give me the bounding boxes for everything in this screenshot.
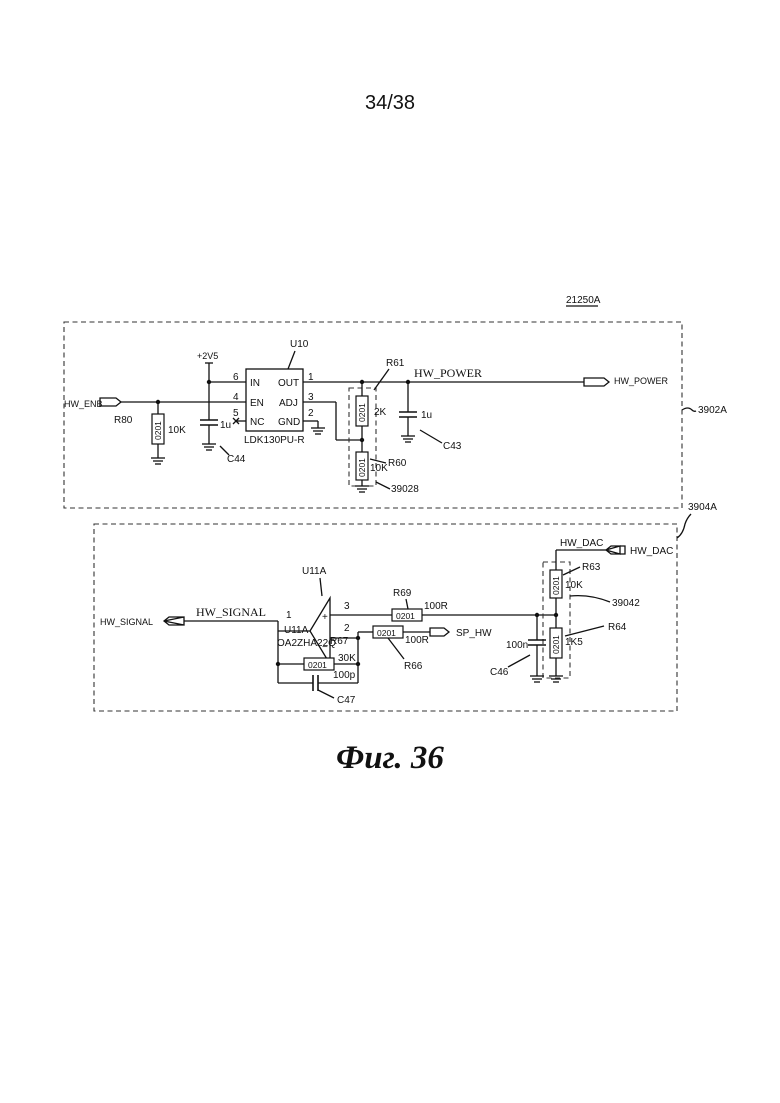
svg-text:0201: 0201 [153, 421, 163, 440]
capacitor-c43 [399, 412, 417, 417]
value-c47: 100p [333, 670, 356, 681]
svg-text:6: 6 [233, 372, 239, 383]
hw-signal-port-label: HW_SIGNAL [100, 617, 153, 627]
ref-r61: R61 [386, 358, 405, 369]
svg-text:5: 5 [233, 408, 239, 419]
ref-u10: U10 [290, 339, 309, 350]
value-c43: 1u [421, 410, 432, 421]
ref-r69: R69 [393, 588, 412, 599]
hw-enb-port [100, 398, 121, 406]
svg-text:0201: 0201 [551, 635, 561, 654]
value-r61: 2K [374, 407, 387, 418]
svg-text:2: 2 [308, 408, 314, 419]
figure-caption: Фиг. 36 [0, 740, 780, 777]
value-r60: 10K [370, 463, 388, 474]
signal-block-leader [677, 514, 691, 538]
block-label-21250a: 21250A [566, 295, 601, 306]
ref-r63: R63 [582, 562, 601, 573]
value-r67: 30K [338, 653, 356, 664]
ref-r80: R80 [114, 415, 133, 426]
ref-u11a-inner: U11A [284, 625, 309, 636]
sp-hw-port [430, 628, 449, 636]
ref-c46: C46 [490, 667, 509, 678]
hw-signal-port [164, 617, 184, 625]
svg-text:+: + [322, 612, 328, 623]
value-r80: 10K [168, 425, 186, 436]
net-label-hw-power: HW_POWER [414, 366, 482, 380]
svg-text:IN: IN [250, 378, 260, 389]
ref-r60: R60 [388, 458, 407, 469]
ref-r66: R66 [404, 661, 423, 672]
ground-symbol-c43 [401, 436, 415, 442]
svg-text:4: 4 [233, 392, 239, 403]
svg-text:NC: NC [250, 417, 264, 428]
svg-text:0201: 0201 [377, 628, 396, 638]
ref-r67: R67 [330, 636, 349, 647]
svg-text:GND: GND [278, 417, 300, 428]
capacitor-c47 [313, 675, 318, 691]
value-r69: 100R [424, 601, 448, 612]
hw-dac-port [606, 546, 625, 554]
ground-symbol-r64 [549, 676, 563, 682]
svg-text:3: 3 [344, 601, 350, 612]
value-r63: 10K [565, 580, 583, 591]
svg-text:OUT: OUT [278, 378, 299, 389]
net-label-hw-dac: HW_DAC [560, 538, 603, 549]
ref-c44: C44 [227, 454, 246, 465]
signal-block-label: 3904A [688, 502, 717, 513]
net-label-hw-signal: HW_SIGNAL [196, 605, 266, 619]
ground-symbol-u10 [311, 428, 325, 434]
net-label-hw-enb: HW_ENB [64, 399, 103, 409]
svg-text:0201: 0201 [396, 611, 415, 621]
svg-text:ADJ: ADJ [279, 398, 298, 409]
ref-r64: R64 [608, 622, 627, 633]
ground-symbol-r60 [355, 486, 369, 492]
svg-text:0201: 0201 [357, 458, 367, 477]
value-c46: 100n [506, 640, 528, 651]
ground-symbol-c46 [530, 676, 544, 682]
svg-text:0201: 0201 [551, 576, 561, 595]
ref-c47: C47 [337, 695, 356, 706]
svg-text:2: 2 [344, 623, 350, 634]
power-block-leader [682, 408, 696, 411]
value-r66: 100R [405, 635, 429, 646]
part-u11a: OA2ZHA22Q [277, 638, 336, 649]
ref-c43: C43 [443, 441, 462, 452]
ground-symbol-c44 [202, 444, 216, 450]
value-r64: 1K5 [565, 637, 583, 648]
svg-text:0201: 0201 [308, 660, 327, 670]
net-label-sp-hw: SP_HW [456, 628, 492, 639]
value-c44: 1u [220, 420, 231, 431]
group-label-39028: 39028 [391, 484, 419, 495]
ground-symbol-r80 [151, 458, 165, 464]
net-label-2v5: +2V5 [197, 351, 218, 361]
part-u10: LDK130PU-R [244, 435, 305, 446]
opamp-u11a [310, 598, 330, 664]
capacitor-c44 [200, 420, 218, 425]
hw-power-port [584, 378, 609, 386]
power-block-label: 3902A [698, 405, 727, 416]
hw-power-port-label: HW_POWER [614, 376, 669, 386]
ref-u11a-top: U11A [302, 566, 327, 577]
svg-text:1: 1 [286, 610, 292, 621]
svg-text:0201: 0201 [357, 403, 367, 422]
hw-dac-port-label: HW_DAC [630, 546, 673, 557]
group-label-39042: 39042 [612, 598, 640, 609]
svg-text:EN: EN [250, 398, 264, 409]
